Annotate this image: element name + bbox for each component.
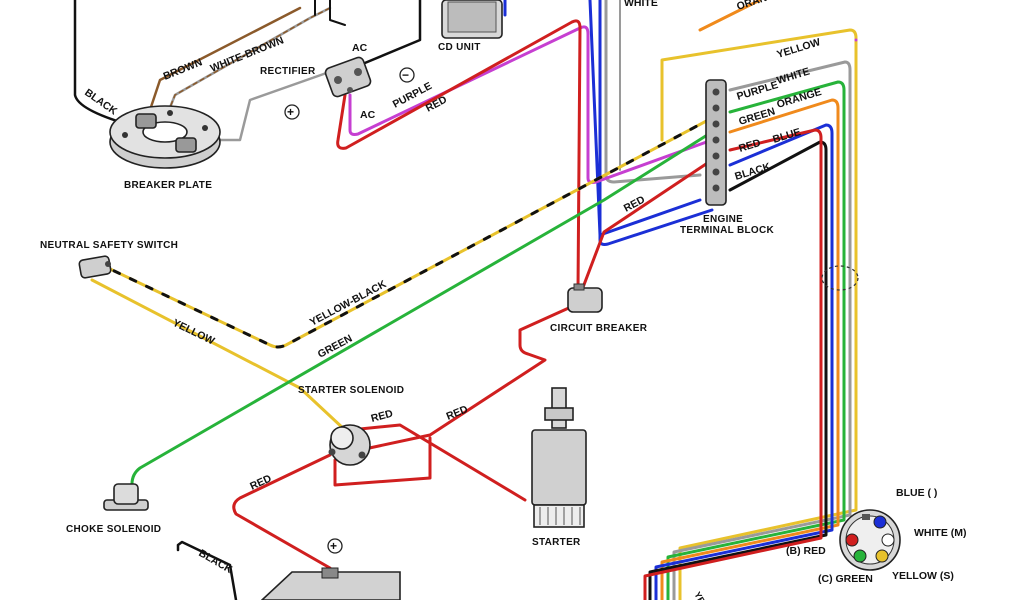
wire-red-batt (232, 453, 332, 570)
breaker-plate (109, 105, 221, 169)
plug-label-blue: BLUE ( ) (896, 487, 937, 499)
wire-label-black-batt: BLACK (197, 547, 235, 576)
engine-terminal-block (705, 79, 727, 206)
plug-pin-white (881, 533, 895, 547)
wire-blue-top-b (598, 0, 714, 246)
main-harness (643, 28, 859, 600)
wire-rect-black (358, 0, 422, 67)
wire-label-orange-block: ORANGE (775, 86, 823, 111)
choke-solenoid-label: CHOKE SOLENOID (66, 524, 161, 535)
plug-pin-blue (873, 515, 887, 529)
plug-pin-yellow (875, 549, 889, 563)
circuit-breaker (567, 283, 603, 313)
wire-white-harness (672, 60, 852, 600)
battery-plus: + (330, 539, 337, 553)
wire-brown (148, 6, 302, 112)
plug-label-red: (B) RED (786, 545, 826, 557)
rectifier-plus: + (287, 105, 294, 119)
starter-label: STARTER (532, 537, 581, 548)
starter-motor (531, 387, 587, 528)
wire-label-white-top: WHITE (624, 0, 658, 9)
plug-label-green: (C) GREEN (818, 573, 873, 585)
wire-label-brown: BROWN (162, 56, 204, 82)
wire-label-white-block: WHITE (775, 66, 811, 87)
harness-clamp (821, 265, 859, 291)
rectifier-ac-bottom: AC (360, 109, 376, 121)
wire-white-brown-2 (164, 7, 331, 121)
choke-solenoid (103, 483, 149, 511)
cd-unit-label: CD UNIT (438, 42, 481, 53)
rectifier-label: RECTIFIER (260, 66, 316, 77)
cd-unit (441, 0, 503, 39)
wire-red-sol-loop (333, 436, 432, 487)
wire-label-yellow-switch: YELLOW (171, 317, 217, 348)
plug-pin-green (853, 549, 867, 563)
wire-label-red-batt: RED (248, 472, 274, 492)
wire-blue-harness (654, 123, 834, 600)
breaker-plate-label: BREAKER PLATE (124, 180, 212, 191)
rectifier-plus-terminal (284, 104, 300, 120)
battery (260, 538, 401, 600)
rectifier-ac-top: AC (352, 42, 368, 54)
wire-red-mid (580, 158, 714, 292)
wire-yellow-harness (660, 28, 858, 600)
neutral-safety-switch (78, 255, 112, 279)
plug-pin-red (845, 533, 859, 547)
starter-solenoid (328, 424, 371, 466)
wire-label-black-breaker: BLACK (82, 87, 119, 118)
ignition-plug (839, 509, 901, 571)
rectifier-minus: − (402, 68, 409, 82)
starter-solenoid-label: STARTER SOLENOID (298, 385, 404, 396)
wire-label-orange-top: ORANGE (735, 0, 783, 13)
wire-yellow-black-dash (106, 116, 714, 349)
circuit-breaker-label: CIRCUIT BREAKER (550, 323, 648, 334)
wire-red-rect (336, 19, 582, 292)
wire-label-yellow-black: YELLOW-BLACK (308, 278, 389, 329)
wire-label-black-block: BLACK (733, 161, 772, 183)
rectifier-minus-terminal (399, 67, 415, 83)
wire-red-sol-starter (348, 423, 527, 502)
plug-label-yellow: YELLOW (S) (892, 570, 954, 582)
wire-black-batt (176, 540, 238, 600)
terminal-block-label-2: TERMINAL BLOCK (680, 225, 774, 236)
wire-yellow-switch (90, 278, 347, 432)
rectifier (284, 56, 415, 120)
wire-red-cb-sol (358, 300, 584, 452)
wire-orange-top (698, 0, 762, 32)
wire-label-red-rect: RED (424, 93, 450, 114)
wire-red-harness (643, 128, 823, 600)
wire-green-harness (666, 80, 846, 600)
wire-label-yellow-bottom: YEL (692, 590, 710, 600)
plug-label-white: WHITE (M) (914, 527, 967, 539)
wire-label-red-sol-a: RED (370, 407, 395, 424)
terminal-block-label-1: ENGINE (703, 214, 743, 225)
wire-label-red-sol-b: RED (445, 403, 470, 423)
neutral-safety-switch-label: NEUTRAL SAFETY SWITCH (40, 240, 178, 251)
battery-plus-terminal (327, 538, 343, 554)
wire-cd-wires (314, 0, 346, 26)
wire-orange-harness (660, 98, 840, 600)
wire-black-harness (648, 140, 828, 600)
